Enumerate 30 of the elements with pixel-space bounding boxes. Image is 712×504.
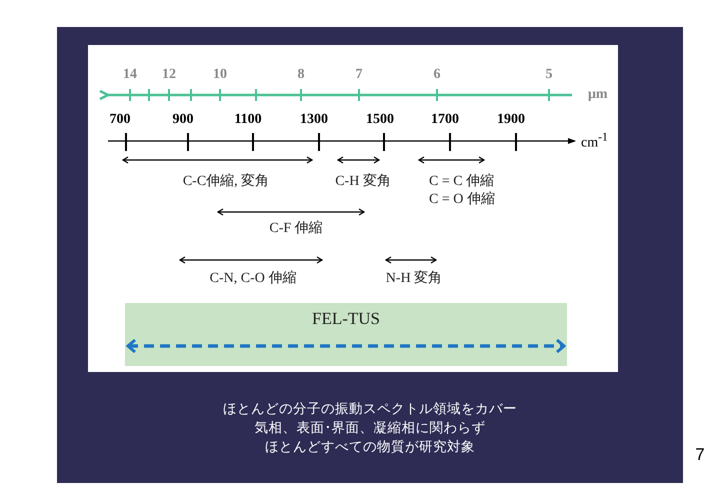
range-label: C-N, C-O 伸縮 [210,269,296,287]
unit-label: cm$^{-1}$ [581,130,608,152]
axis-tick-label: 8 [298,67,304,83]
axis-tick-label: 14 [123,67,137,83]
axis-tick-label: 1500 [366,112,394,128]
unit-label: μm [588,87,608,103]
axis-tick-label: 12 [162,67,176,83]
page-number: 7 [695,445,705,465]
axis-tick-label: 900 [172,112,194,128]
range-label: C-F 伸縮 [269,219,323,237]
slide-panel [57,27,683,483]
range-band [125,303,567,366]
range-label: N-H 変角 [386,269,442,287]
caption-line: 気相、表面･界面、凝縮相に関わらず [254,419,486,437]
axis-tick-label: 10 [213,67,227,83]
axis-tick-label: 5 [546,67,552,83]
axis-tick-label: 6 [434,67,440,83]
range-label: C = C 伸縮 [429,172,494,190]
axis-tick-label: 1300 [300,112,328,128]
axis-tick-label: 1900 [497,112,525,128]
caption-line: ほとんどすべての物質が研究対象 [264,438,476,456]
axis-tick-label: 7 [356,67,362,83]
range-label: C-H 変角 [335,172,391,190]
axis-tick-label: 1700 [431,112,459,128]
range-label: C = O 伸縮 [429,190,495,208]
range-label: C-C伸縮, 変角 [182,172,270,190]
axis-tick-label: 1100 [234,112,262,128]
axis-tick-label: 700 [110,112,130,128]
band-title: FEL-TUS [311,309,381,329]
caption-line: ほとんどの分子の振動スペクトル領域をカバー [222,400,518,418]
